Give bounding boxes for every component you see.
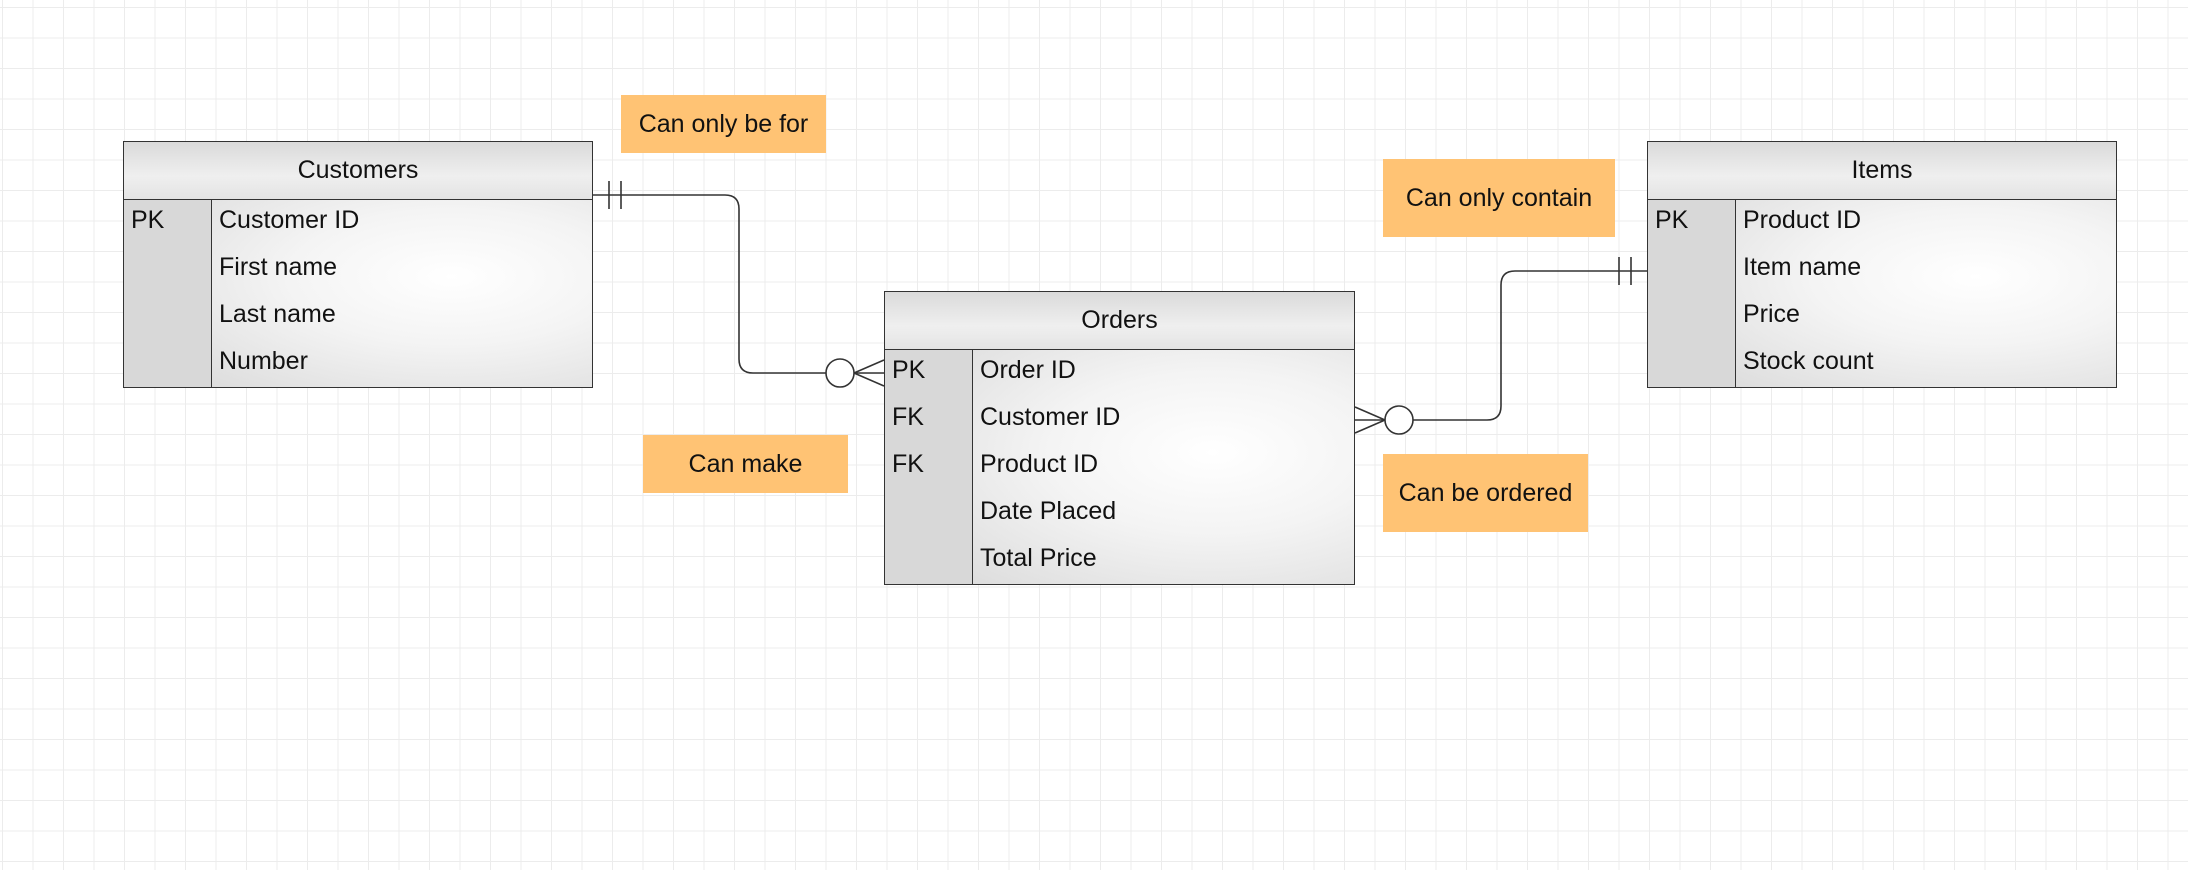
attribute-label: Price [1743,300,1800,328]
key-label: FK [892,403,924,431]
attribute-label: Item name [1743,253,1862,281]
entity-row[interactable]: PK Customer ID [124,200,592,247]
entity-body: PK Product ID Item name Price Stock coun… [1648,200,2116,387]
attribute-label: First name [219,253,338,281]
zero-mark-orders-left [825,358,855,388]
entity-row[interactable]: FK Customer ID [885,397,1354,444]
key-label: PK [131,206,165,234]
key-column [1648,200,1736,387]
key-label: FK [892,450,924,478]
entity-row[interactable]: PK Order ID [885,350,1354,397]
entity-row[interactable]: PK Product ID [1648,200,2116,247]
entity-items[interactable]: Items PK Product ID Item name Price Stoc… [1647,141,2117,388]
entity-row[interactable]: Price [1648,294,2116,341]
note-can-only-contain[interactable]: Can only contain [1383,159,1615,237]
entity-title: Customers [124,142,592,200]
attribute-label: Customer ID [219,206,360,234]
key-label: PK [1655,206,1689,234]
entity-row[interactable]: Date Placed [885,491,1354,538]
attribute-label: Product ID [1743,206,1862,234]
crowfoot-orders-left-3 [853,372,885,387]
entity-row[interactable]: First name [124,247,592,294]
connector-items-orders[interactable] [1413,270,1647,421]
entity-customers[interactable]: Customers PK Customer ID First name Last… [123,141,593,388]
attribute-label: Date Placed [980,497,1117,525]
crowfoot-orders-right-1 [1354,406,1386,421]
entity-row[interactable]: Last name [124,294,592,341]
entity-body: PK Order ID FK Customer ID FK Product ID… [885,350,1354,584]
attribute-label: Customer ID [980,403,1121,431]
attribute-label: Order ID [980,356,1076,384]
note-can-be-ordered[interactable]: Can be ordered [1383,454,1588,532]
entity-orders[interactable]: Orders PK Order ID FK Customer ID FK Pro… [884,291,1355,585]
entity-row[interactable]: Number [124,341,592,388]
entity-row[interactable]: FK Product ID [885,444,1354,491]
entity-row[interactable]: Item name [1648,247,2116,294]
connector-customers-orders[interactable] [593,194,826,374]
note-can-only-be-for[interactable]: Can only be for [621,95,826,153]
entity-row[interactable]: Stock count [1648,341,2116,388]
attribute-label: Number [219,347,308,375]
key-column [124,200,212,387]
crowfoot-orders-left-1 [853,359,885,374]
entity-title: Orders [885,292,1354,350]
crowfoot-orders-right-3 [1354,419,1386,434]
entity-row[interactable]: Total Price [885,538,1354,585]
attribute-label: Last name [219,300,336,328]
entity-body: PK Customer ID First name Last name Numb… [124,200,592,387]
note-can-make[interactable]: Can make [643,435,848,493]
key-label: PK [892,356,926,384]
key-column [885,350,973,584]
attribute-label: Total Price [980,544,1097,572]
entity-title: Items [1648,142,2116,200]
zero-mark-orders-right [1384,405,1414,435]
attribute-label: Product ID [980,450,1099,478]
attribute-label: Stock count [1743,347,1874,375]
